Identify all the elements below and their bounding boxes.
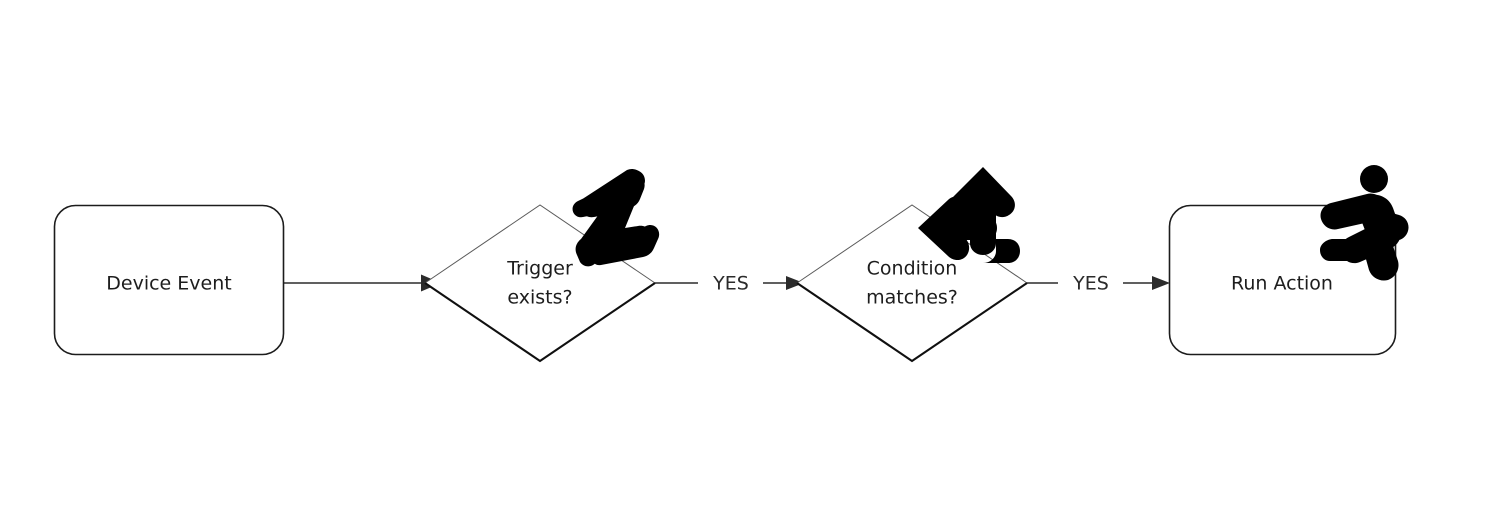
device-event-shape bbox=[53, 204, 285, 356]
condition-matches-label-line1: Condition bbox=[867, 258, 958, 280]
lightning-bolt-icon bbox=[572, 168, 660, 267]
edge-label-yes-1: YES bbox=[712, 273, 749, 295]
condition-diamond-lower-edge bbox=[796, 282, 1028, 363]
node-run-action[interactable]: Run Action bbox=[1168, 165, 1409, 356]
node-condition-matches[interactable]: Condition matches? bbox=[796, 167, 1028, 363]
trigger-exists-label-line1: Trigger bbox=[506, 258, 573, 280]
trigger-exists-label-line2: exists? bbox=[507, 287, 572, 309]
node-device-event[interactable]: Device Event bbox=[53, 204, 285, 356]
trigger-diamond-lower-edge bbox=[424, 282, 656, 363]
condition-diamond-upper-edge bbox=[796, 204, 1028, 284]
run-action-label: Run Action bbox=[1231, 273, 1333, 295]
branch-arrow-icon bbox=[918, 167, 1020, 263]
edge-condition-to-run-action: YES bbox=[1027, 273, 1170, 295]
device-event-label: Device Event bbox=[106, 273, 231, 295]
arrowhead-icon bbox=[786, 276, 804, 290]
edge-trigger-to-condition: YES bbox=[655, 273, 804, 295]
condition-matches-label-line2: matches? bbox=[866, 287, 958, 309]
edge-device-event-to-trigger bbox=[284, 274, 441, 292]
node-trigger-exists[interactable]: Trigger exists? bbox=[424, 168, 660, 363]
edge-label-yes-2: YES bbox=[1072, 273, 1109, 295]
arrowhead-icon bbox=[1152, 276, 1170, 290]
running-person-icon bbox=[1320, 165, 1409, 281]
